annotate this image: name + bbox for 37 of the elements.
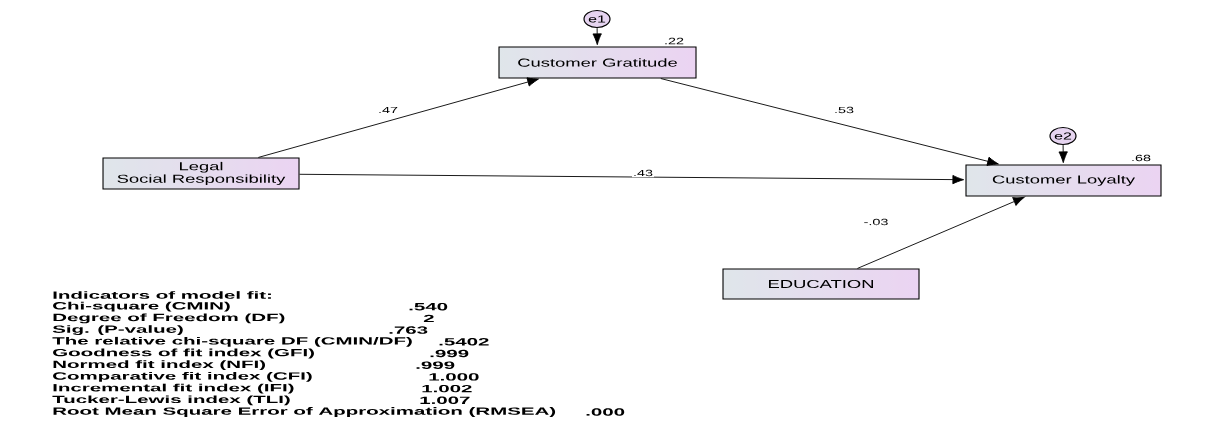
fit-index-value: 1.007 (420, 396, 470, 404)
fit-index-name: The relative chi-square DF (CMIN/DF) (52, 336, 412, 347)
path-arrow (257, 77, 539, 158)
fit-index-name: Goodness of fit index (GFI) (53, 348, 314, 359)
path-arrow (1058, 144, 1068, 164)
coefficient-label: .47 (377, 105, 399, 115)
variable-box: EDUCATION (722, 268, 920, 300)
fit-index-name: Root Mean Square Error of Approximation (RMSEA) (53, 407, 556, 417)
fit-index-value: .999 (416, 361, 455, 369)
fit-index-value: .000 (586, 408, 625, 416)
coefficient-label: .43 (632, 168, 654, 178)
path-arrow (660, 78, 999, 166)
fit-index-value: .5402 (439, 338, 489, 346)
fit-index-name: Incremental fit index (IFI) (53, 383, 294, 394)
path-arrow (592, 27, 602, 46)
fit-index-name: Normed fit index (NFI) (53, 360, 266, 371)
coefficient-label: .53 (833, 105, 855, 115)
variable-box: Legal Social Responsibility (102, 157, 300, 190)
fit-index-value: 2 (423, 314, 434, 323)
fit-index-name: Sig. (P-value) (52, 325, 183, 335)
variable-box: Customer Loyalty (965, 164, 1162, 197)
fit-index-name: Tucker-Lewis index (TLI) (52, 395, 290, 406)
fit-index-value: .999 (430, 349, 469, 358)
fit-index-value: .540 (409, 303, 448, 311)
variable-box: Customer Gratitude (498, 46, 697, 79)
r-squared-label: .68 (1132, 154, 1151, 162)
coefficient-label: -.03 (862, 217, 890, 227)
fit-index-name: Chi-square (CMIN) (53, 301, 230, 312)
fit-index-value: 1.002 (422, 384, 472, 393)
fit-index-value: 1.000 (429, 373, 479, 381)
fit-index-value: .763 (389, 326, 428, 334)
fit-index-name: Comparative fit index (CFI) (53, 372, 312, 382)
fit-index-name: Degree of Freedom (DF) (53, 313, 285, 324)
path-arrow (299, 173, 965, 185)
r-squared-label: .22 (665, 37, 684, 45)
path-arrow (856, 196, 1025, 269)
fit-heading: Indicators of model fit: (53, 291, 271, 299)
